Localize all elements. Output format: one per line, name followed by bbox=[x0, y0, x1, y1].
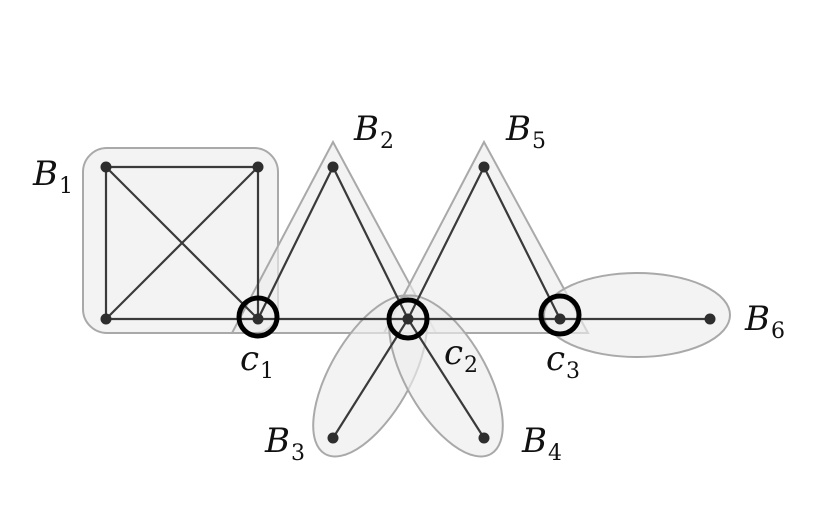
cut-vertex-c2-ring bbox=[386, 297, 430, 341]
vertex bbox=[402, 313, 414, 325]
vertex bbox=[478, 161, 490, 173]
cut-vertex-c3-ring bbox=[538, 293, 582, 337]
edge bbox=[104, 165, 260, 321]
vertex bbox=[704, 313, 716, 325]
vertex bbox=[100, 313, 112, 325]
label-b3: B3 bbox=[264, 421, 305, 466]
edge bbox=[406, 317, 486, 440]
block-b5-region bbox=[382, 139, 590, 334]
edge bbox=[406, 165, 486, 321]
vertex bbox=[327, 432, 339, 444]
vertex bbox=[554, 313, 566, 325]
vertex bbox=[252, 313, 264, 325]
vertex bbox=[252, 161, 264, 173]
label-b1: B1 bbox=[32, 154, 73, 199]
block-b2-region bbox=[230, 139, 438, 334]
label-b4: B4 bbox=[521, 421, 562, 466]
label-c2: c2 bbox=[444, 333, 478, 378]
vertex bbox=[100, 161, 112, 173]
vertex bbox=[327, 161, 339, 173]
vertex bbox=[478, 432, 490, 444]
edges bbox=[104, 165, 712, 440]
cut-vertex-c1-ring bbox=[236, 295, 280, 339]
edge bbox=[331, 317, 410, 440]
label-b2: B2 bbox=[353, 109, 394, 154]
edge bbox=[331, 165, 410, 321]
vertices bbox=[100, 161, 716, 444]
edge bbox=[256, 165, 335, 321]
block-b6-region bbox=[543, 272, 731, 358]
label-c1: c1 bbox=[240, 339, 274, 384]
edge bbox=[482, 165, 562, 321]
label-c3: c3 bbox=[546, 339, 580, 384]
label-b5: B5 bbox=[505, 109, 546, 154]
label-b6: B6 bbox=[744, 299, 785, 344]
